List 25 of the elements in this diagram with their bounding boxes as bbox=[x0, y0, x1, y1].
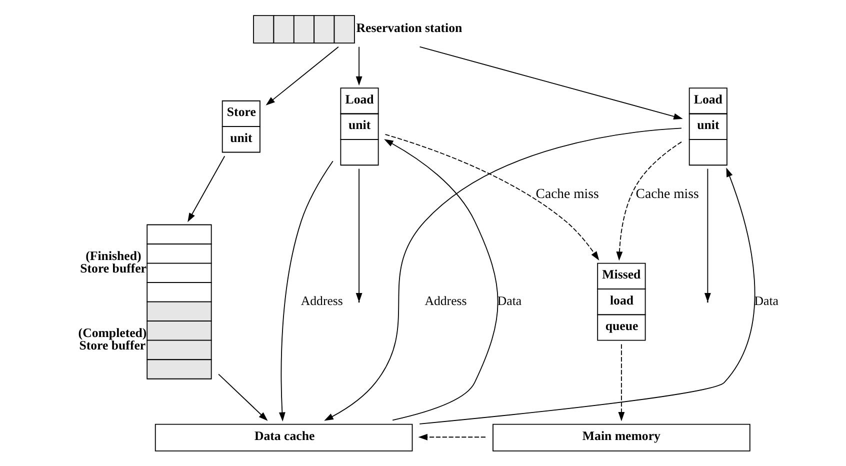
arrow bbox=[418, 168, 755, 424]
edge-label: Cache miss bbox=[535, 186, 598, 202]
arrow bbox=[187, 156, 225, 222]
node-box: Main memory bbox=[492, 424, 750, 452]
arrow bbox=[324, 128, 682, 421]
edge-label: Cache miss bbox=[635, 186, 698, 202]
edge-label: Address bbox=[300, 294, 342, 308]
node-label: (Finished) Store buffer bbox=[80, 248, 146, 276]
arrow bbox=[355, 46, 362, 86]
arrow bbox=[218, 374, 268, 421]
arrow bbox=[384, 134, 599, 260]
arrow bbox=[355, 168, 362, 302]
arrow bbox=[384, 139, 498, 421]
arrow bbox=[704, 168, 710, 302]
node-label: Reservation station bbox=[356, 20, 462, 35]
arrow bbox=[616, 141, 682, 261]
node-label: (Completed) Store buffer bbox=[78, 326, 146, 353]
edge-label: Data bbox=[496, 294, 522, 308]
arrow bbox=[418, 46, 682, 120]
edge-label: Address bbox=[424, 294, 466, 308]
node-box: Data cache bbox=[154, 424, 412, 452]
arrow bbox=[278, 160, 333, 422]
arrow bbox=[418, 434, 486, 440]
arrow bbox=[265, 46, 338, 106]
arrow bbox=[618, 344, 624, 422]
